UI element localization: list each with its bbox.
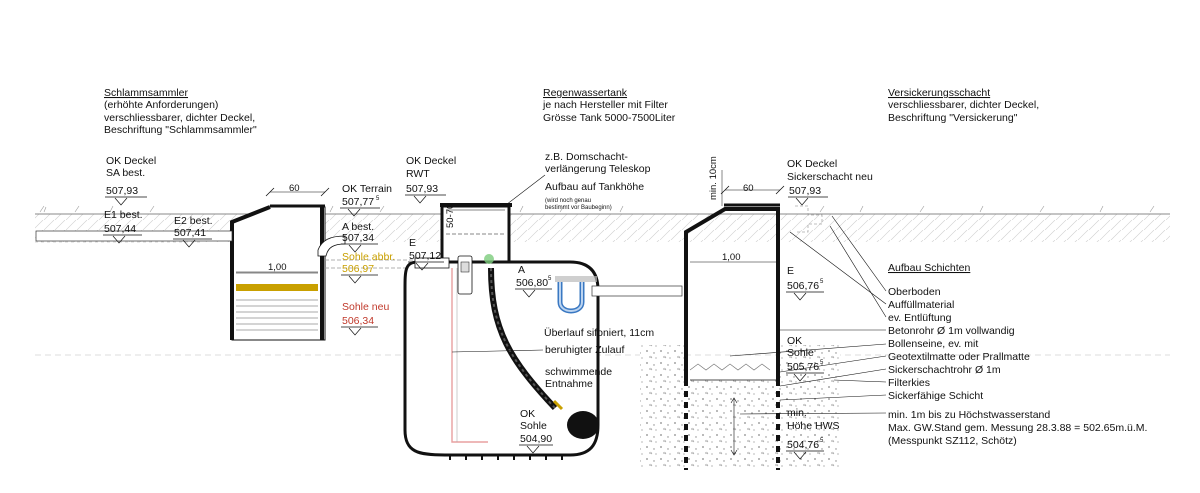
rwt-ok-label: OK <box>520 408 535 420</box>
sohle-abbr-level-marker <box>341 274 378 284</box>
dome-note-2: verlängerung Teleskop <box>545 163 651 175</box>
ueberlauf-label: Überlauf sifoniert, 11cm <box>544 327 654 339</box>
vs-inner-dim: 1,00 <box>722 252 741 263</box>
gw-line-1: min. 1m bis zu Höchstwasserstand <box>888 409 1050 421</box>
layer-geotextil: Geotextilmatte oder Prallmatte <box>888 351 1030 363</box>
vs-sohle-level-marker <box>786 372 824 382</box>
sohle-neu-level-marker <box>341 326 378 336</box>
layer-entlueftung: ev. Entlüftung <box>888 312 952 324</box>
e1-value: 507,44 <box>104 223 136 235</box>
vs-e-label: E <box>787 265 794 277</box>
zulauf-label: beruhigter Zulauf <box>545 344 624 356</box>
vs-ok-deckel-value: 507,93 <box>789 185 821 197</box>
e2-value: 507,41 <box>174 227 206 239</box>
terrain-value: 507,77 <box>342 196 374 208</box>
vs-sohle-sup: 5 <box>820 360 824 366</box>
hws-sup: 5 <box>820 438 824 444</box>
layer-sickerfaehig: Sickerfähige Schicht <box>888 390 983 402</box>
vs-e-value: 506,76 <box>787 280 819 292</box>
vs-level-marker <box>788 196 828 206</box>
rwt-line-1: je nach Hersteller mit Filter <box>542 99 668 111</box>
small-note-1: (wird noch genau <box>545 198 591 204</box>
layer-betonrohr: Betonrohr Ø 1m vollwandig <box>888 325 1015 337</box>
e1-label: E1 best. <box>104 209 143 221</box>
rwt-level-marker <box>405 194 446 204</box>
entnahme-label-1: schwimmende <box>545 366 612 378</box>
terrain-label: OK Terrain <box>342 183 392 195</box>
rwt-a-value: 506,80 <box>516 277 548 289</box>
rwt-sohle-value: 504,90 <box>520 433 552 445</box>
sa-level-marker <box>105 196 147 206</box>
layer-oberboden: Oberboden <box>888 286 941 298</box>
e1-level-marker <box>103 234 142 244</box>
dome-note-1: z.B. Domschacht- <box>545 151 628 163</box>
rwt-ok-deckel-label: OK Deckel <box>406 155 456 167</box>
rwt-a-level-marker <box>515 288 552 298</box>
rwt-e-level-marker <box>408 261 444 271</box>
schlammsammler-shaft <box>35 187 441 341</box>
sa-inner-dim: 1,00 <box>268 262 287 273</box>
gw-line-3: (Messpunkt SZ112, Schötz) <box>888 435 1017 447</box>
e2-label: E2 best. <box>174 215 213 227</box>
schlammsammler-title: Schlammsammler <box>104 87 189 99</box>
small-note-2: bestimmt vor Baubeginn) <box>545 205 612 211</box>
vs-ok-deckel-label: OK Deckel <box>787 158 837 170</box>
rwt-a-sup: 5 <box>548 276 552 282</box>
vs-e-level-marker <box>786 291 824 301</box>
min-hws-2: Höhe HWS <box>787 420 840 432</box>
vs-title: Versickerungsschacht <box>888 87 990 99</box>
schlammsammler-line-1: (erhöhte Anforderungen) <box>104 99 218 111</box>
entnahme-label-2: Entnahme <box>545 378 593 390</box>
vs-dim-width: 60 <box>743 183 754 194</box>
rwt-line-2: Grösse Tank 5000-7500Liter <box>543 112 676 124</box>
schlammsammler-line-2: verschliessbarer, dichter Deckel, <box>104 112 255 124</box>
aufbau-schichten-title: Aufbau Schichten <box>888 262 970 274</box>
terrain-sup: 5 <box>376 196 380 202</box>
legend-leader-lines <box>729 215 887 415</box>
hws-value: 504,76 <box>787 439 819 451</box>
sa-dim-width: 60 <box>289 183 300 194</box>
rwt-ok-deckel-value: 507,93 <box>406 183 438 195</box>
e2-level-marker <box>173 238 212 248</box>
dome-dim-height: 50-70 <box>445 204 456 228</box>
vs-line-1: verschliessbarer, dichter Deckel, <box>888 99 1039 111</box>
vs-line-2: Beschriftung "Versickerung" <box>888 112 1018 124</box>
layer-auffuellmaterial: Auffüllmaterial <box>888 299 954 311</box>
a-best-value: 507,34 <box>342 232 374 244</box>
schlammsammler-line-3: Beschriftung "Schlammsammler" <box>104 124 257 136</box>
rwt-sohle-label: Sohle <box>520 420 547 432</box>
rwt-e-label: E <box>409 237 416 249</box>
zulauf-leader <box>451 349 544 353</box>
rainwater-tank <box>403 203 683 460</box>
rwt-ok-deckel-sub: RWT <box>406 168 430 180</box>
min-hws-1: min. <box>787 407 807 419</box>
infiltration-shaft <box>640 170 840 470</box>
rwt-title: Regenwassertank <box>543 87 628 99</box>
sohle-abbr-value: 506,97 <box>342 263 374 275</box>
rwt-e-value: 507,12 <box>409 250 441 262</box>
sohle-neu-value: 506,34 <box>342 315 374 327</box>
sohle-abbr-label: Sohle abbr. <box>342 251 395 263</box>
rwt-a-label: A <box>518 264 525 276</box>
layer-filterkies: Filterkies <box>888 377 930 389</box>
terrain-level-marker <box>340 207 380 217</box>
a-best-label: A best. <box>342 221 374 233</box>
a-best-level-marker <box>341 243 378 253</box>
hws-level-marker <box>786 450 824 460</box>
sa-ok-deckel-value: 507,93 <box>106 185 138 197</box>
vs-ok-label: OK <box>787 335 802 347</box>
gw-line-2: Max. GW.Stand gem. Messung 28.3.88 = 502… <box>888 422 1147 434</box>
vs-min-label: min. 10cm <box>708 156 719 200</box>
layer-sickerschachtrohr: Sickerschachtrohr Ø 1m <box>888 364 1001 376</box>
aufbau-label: Aufbau auf Tankhöhe <box>545 181 644 193</box>
rwt-sohle-level-marker <box>519 444 553 454</box>
vs-e-sup: 5 <box>820 279 824 285</box>
vs-ok-deckel-sub: Sickerschacht neu <box>787 171 873 183</box>
sohle-neu-label: Sohle neu <box>342 301 389 313</box>
layer-bollensteine: Bollenseine, ev. mit <box>888 338 978 350</box>
vs-sohle-label: Sohle <box>787 347 814 359</box>
sa-ok-deckel-label: OK Deckel <box>106 155 156 167</box>
sa-ok-deckel-sub: SA best. <box>106 167 145 179</box>
